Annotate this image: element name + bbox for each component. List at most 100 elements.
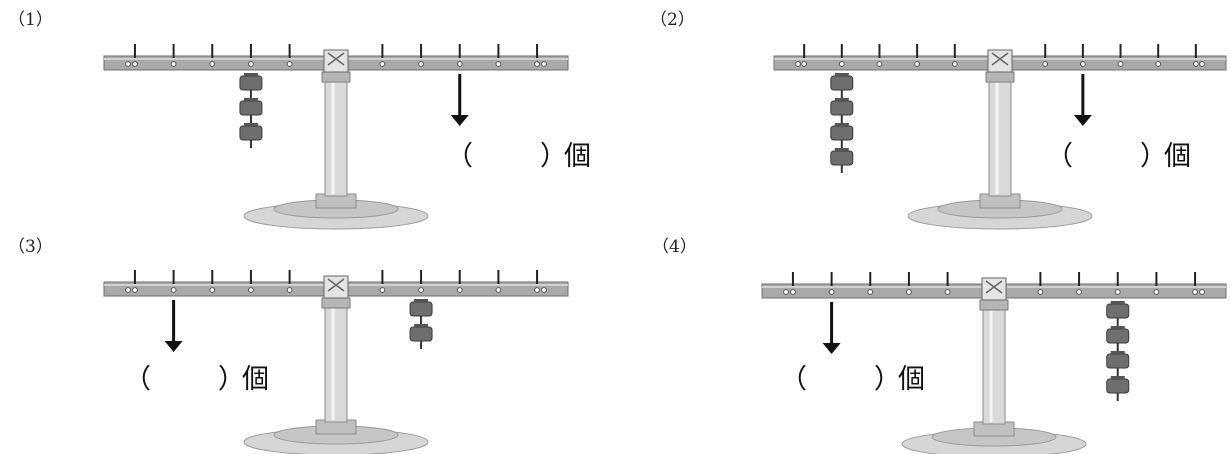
- weight-body: [409, 301, 433, 317]
- weight-cap: [243, 73, 258, 77]
- weight-body: [830, 125, 854, 141]
- weight-cap: [414, 299, 429, 303]
- stand-pillar: [982, 305, 1006, 425]
- peg-hole: [790, 289, 796, 295]
- weight-icon: [409, 299, 433, 324]
- peg-hole: [867, 289, 874, 295]
- peg-hole: [495, 61, 502, 67]
- end-hole: [1199, 61, 1205, 67]
- weight-cap: [834, 123, 849, 127]
- fulcrum-pivot-icon: [985, 280, 1003, 294]
- weight-cap: [1110, 326, 1125, 330]
- weight-body: [239, 100, 263, 116]
- pillar-collar: [321, 297, 351, 309]
- weight-stack: [1106, 301, 1130, 401]
- answer-close-bracket: ）: [1140, 141, 1167, 172]
- peg-hole: [456, 287, 463, 293]
- panel-3: （3）（）個: [8, 237, 569, 454]
- peg-hole: [209, 287, 216, 293]
- peg-hole: [170, 61, 177, 67]
- peg-hole: [495, 287, 502, 293]
- weight-icon: [830, 123, 854, 148]
- peg-hole: [1079, 61, 1086, 67]
- answer-open-bracket: （: [1046, 141, 1073, 172]
- fulcrum-pivot-icon: [991, 52, 1009, 66]
- pillar-collar: [321, 71, 351, 83]
- arrow-head: [1073, 115, 1092, 126]
- weight-body: [1106, 353, 1130, 369]
- pillar-collar: [979, 299, 1009, 311]
- answer-open-bracket: （: [780, 364, 807, 395]
- peg-hole: [1192, 61, 1199, 67]
- weight-body: [239, 125, 263, 141]
- arrow-head: [822, 343, 841, 354]
- peg-hole: [132, 61, 138, 67]
- weight-cap: [834, 148, 849, 152]
- peg-hole: [944, 289, 951, 295]
- weight-cap: [834, 98, 849, 102]
- weight-icon: [239, 98, 263, 123]
- fulcrum-block: [981, 277, 1007, 301]
- weight-cap: [243, 123, 258, 127]
- weight-icon: [409, 324, 433, 349]
- weight-body: [1106, 378, 1130, 394]
- peg-hole: [801, 61, 808, 67]
- weight-body: [239, 75, 263, 91]
- peg-hole: [876, 61, 883, 67]
- peg-hole: [906, 289, 912, 295]
- down-arrow-icon: [822, 302, 841, 354]
- peg-hole: [170, 287, 177, 293]
- weight-icon: [1106, 376, 1130, 401]
- answer-open-bracket: （: [446, 141, 473, 172]
- peg-hole: [248, 287, 254, 293]
- panel-label: （2）: [650, 10, 695, 30]
- answer-open-bracket: （: [124, 364, 151, 395]
- peg-hole: [534, 61, 540, 67]
- weight-cap: [1110, 301, 1125, 305]
- weight-body: [409, 326, 433, 342]
- answer-close-bracket: ）: [874, 364, 901, 395]
- peg-hole: [1192, 289, 1198, 295]
- weight-icon: [239, 73, 263, 98]
- weight-body: [830, 150, 854, 166]
- peg-hole: [418, 61, 424, 67]
- weight-icon: [830, 98, 854, 123]
- end-hole: [541, 287, 547, 293]
- weight-cap: [834, 73, 849, 77]
- peg-hole: [1076, 289, 1082, 295]
- peg-hole: [951, 61, 958, 67]
- end-hole: [125, 61, 131, 67]
- weight-icon: [830, 73, 854, 98]
- answer-unit: 個: [898, 364, 925, 395]
- end-hole: [795, 61, 801, 67]
- weight-icon: [1106, 326, 1130, 351]
- arrow-head: [450, 115, 469, 126]
- peg-hole: [914, 61, 921, 67]
- peg-hole: [1117, 61, 1124, 67]
- peg-hole: [209, 61, 216, 67]
- peg-hole: [248, 61, 254, 67]
- panel-label: （1）: [8, 10, 53, 30]
- weight-icon: [1106, 351, 1130, 376]
- fulcrum-block: [323, 275, 349, 299]
- panel-label: （4）: [652, 237, 697, 257]
- pillar-collar: [985, 71, 1015, 83]
- answer-unit: 個: [242, 364, 269, 395]
- weight-stack: [239, 73, 263, 148]
- weight-icon: [239, 123, 263, 148]
- answer-close-bracket: ）: [218, 364, 245, 395]
- down-arrow-icon: [450, 74, 469, 126]
- weight-stack: [409, 299, 433, 349]
- fulcrum-pivot-icon: [327, 278, 345, 292]
- weight-stack: [830, 73, 854, 173]
- peg-hole: [1155, 61, 1162, 67]
- weight-cap: [414, 324, 429, 328]
- stand-pillar: [324, 77, 348, 197]
- end-hole: [1199, 289, 1205, 295]
- peg-hole: [1114, 289, 1121, 295]
- weight-cap: [243, 98, 258, 102]
- end-hole: [541, 61, 547, 67]
- answer-unit: 個: [564, 141, 591, 172]
- peg-hole: [418, 287, 424, 293]
